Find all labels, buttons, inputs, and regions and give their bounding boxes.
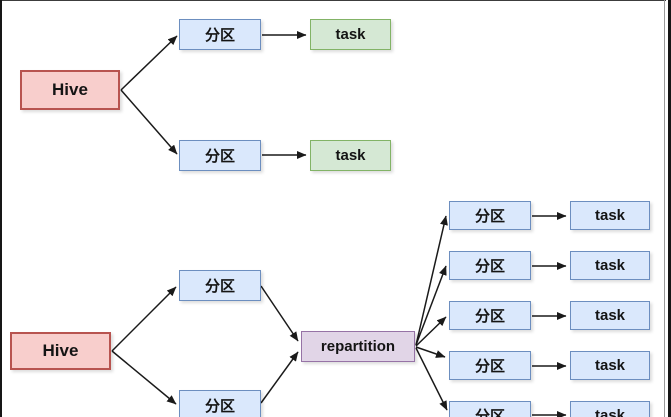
window-edge-top	[0, 0, 666, 1]
arrow-partition-b1-to-repartition	[260, 285, 299, 342]
arrow-partition-b2-to-repartition	[260, 351, 299, 404]
task-node-row-4: task	[570, 351, 650, 380]
arrow-hive-top-to-partition-1	[120, 35, 178, 91]
partition-node-bottom-1: 分区	[179, 270, 261, 301]
task-node-top-2: task	[310, 140, 391, 171]
arrow-repartition-to-row-5	[415, 347, 448, 411]
repartition-node: repartition	[301, 331, 415, 362]
partition-node-row-5: 分区	[449, 401, 531, 417]
arrow-hive-top-to-partition-2	[120, 89, 178, 155]
arrow-repartition-to-row-2	[415, 265, 447, 346]
partition-node-bottom-2: 分区	[179, 390, 261, 417]
window-edge-left	[0, 0, 2, 417]
arrow-hive-bottom-to-partition-2	[111, 350, 177, 405]
hive-node-top: Hive	[20, 70, 120, 110]
arrow-repartition-to-row-1	[415, 215, 448, 346]
arrow-repartition-to-row-4	[415, 346, 446, 358]
partition-node-top-1: 分区	[179, 19, 261, 50]
task-node-row-3: task	[570, 301, 650, 330]
arrow-hive-bottom-to-partition-1	[111, 286, 177, 352]
arrow-repartition-to-row-3	[415, 316, 447, 347]
partition-node-row-3: 分区	[449, 301, 531, 330]
window-edge-right-line	[664, 0, 665, 417]
partition-node-top-2: 分区	[179, 140, 261, 171]
task-node-row-2: task	[570, 251, 650, 280]
task-node-top-1: task	[310, 19, 391, 50]
partition-node-row-4: 分区	[449, 351, 531, 380]
task-node-row-5: task	[570, 401, 650, 417]
task-node-row-1: task	[570, 201, 650, 230]
partition-node-row-2: 分区	[449, 251, 531, 280]
hive-node-bottom: Hive	[10, 332, 111, 370]
window-edge-right-band	[668, 0, 671, 417]
partition-node-row-1: 分区	[449, 201, 531, 230]
